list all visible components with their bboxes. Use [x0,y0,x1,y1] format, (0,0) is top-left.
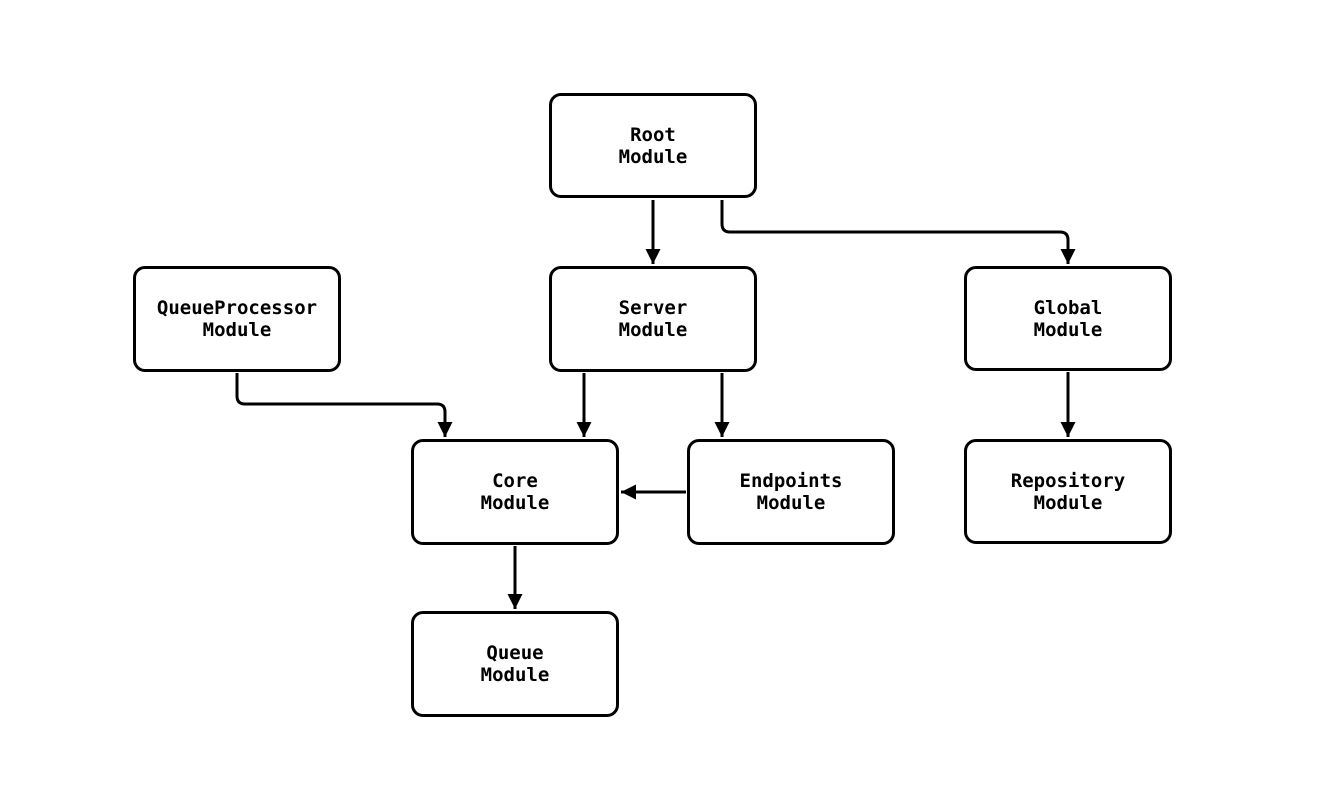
edge-queueprocessor-to-core [235,373,453,437]
node-root-module-label: Root Module [618,123,688,168]
edge-root-to-global [720,200,1076,264]
node-server-module: Server Module [549,266,757,372]
node-root-module: Root Module [549,93,757,198]
node-global-module: Global Module [964,266,1172,371]
node-endpoints-module: Endpoints Module [687,439,895,545]
node-endpoints-module-label: Endpoints Module [739,470,843,514]
node-queueprocessor-module-label: QueueProcessor Module [156,297,318,341]
node-repository-module-label: Repository Module [1010,469,1126,514]
node-core-module-label: Core Module [480,470,550,514]
node-core-module: Core Module [411,439,619,545]
node-repository-module: Repository Module [964,439,1172,544]
node-server-module-label: Server Module [618,297,688,341]
node-queue-module-label: Queue Module [480,642,550,686]
node-queue-module: Queue Module [411,611,619,717]
node-global-module-label: Global Module [1033,296,1103,341]
node-queueprocessor-module: QueueProcessor Module [133,266,341,372]
